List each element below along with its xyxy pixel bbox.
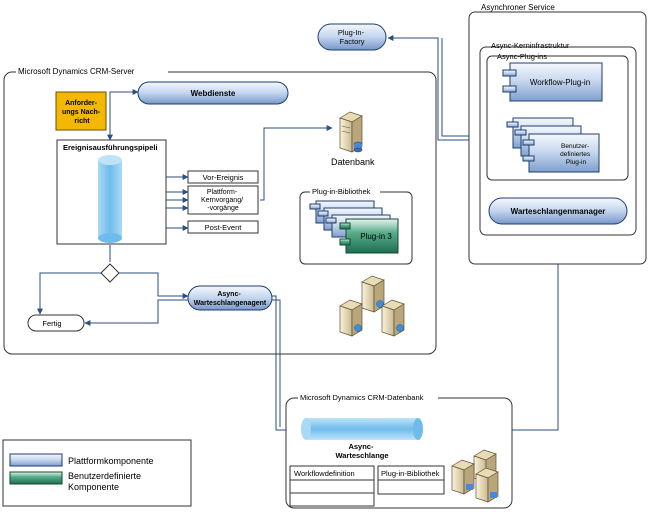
server-icon (381, 299, 405, 337)
custom-plugin-label: Benutzer- definiertes Plug-in (560, 143, 592, 166)
database-server-cluster (451, 449, 499, 503)
done-label: Fertig (42, 319, 61, 328)
async-queue-cylinder (301, 418, 423, 440)
workflow-plugin-label: Workflow-Plug-in (530, 78, 590, 87)
pre-event-label: Vor-Ereignis (203, 173, 244, 182)
web-services-label: Webdienste (191, 89, 236, 98)
async-service-title: Asynchroner Service (481, 3, 555, 12)
database-server-icon (339, 111, 363, 153)
legend: Plattformkomponente Benutzerdefinierte K… (2, 439, 192, 507)
database-label: Datenbank (331, 157, 375, 167)
workflow-plugin-component: Workflow-Plug-in (502, 62, 603, 102)
async-queue-label: Async- Warteschlange (335, 442, 388, 460)
async-service-group: Asynchroner Service Async-Kerninfrastruk… (468, 3, 647, 265)
workflow-definition-label: Workflowdefinition (294, 469, 355, 478)
web-services-pill: Webdienste (137, 81, 289, 105)
server-cluster-icon (339, 275, 405, 337)
post-event-label: Post-Event (205, 223, 243, 232)
workflow-definition-table: Workflowdefinition (289, 465, 375, 507)
platform-core-label: Plattform- Kernvorgang/ -vorgänge (201, 189, 245, 212)
async-queue-agent-label: Async- Warteschlangenagent (194, 291, 267, 307)
async-queue-agent-pill: Async- Warteschlangenagent (187, 285, 273, 311)
database-icon (475, 467, 499, 503)
request-message-box: Anforder- ungs Nach- richt (55, 91, 107, 131)
async-plugins-title: Async-Plug-ins (497, 52, 547, 61)
custom-plugin-stack: Benutzer- definiertes Plug-in (506, 117, 600, 173)
platform-core-stage: Plattform- Kernvorgang/ -vorgänge (187, 185, 259, 215)
legend-platform-label: Plattformkomponente (68, 456, 154, 466)
queue-manager-label: Warteschlangenmanager (511, 207, 606, 216)
post-event-stage: Post-Event (187, 220, 259, 234)
connector-agent-to-done (84, 299, 188, 326)
crm-server-title: Microsoft Dynamics CRM-Server (18, 67, 135, 76)
plugin-library-title: Plug-in-Bibliothek (312, 187, 371, 196)
server-icon (361, 275, 385, 313)
async-infra-title: Async-Kerninfrastruktur (491, 41, 570, 50)
crm-server-frame (3, 71, 437, 355)
legend-custom-label: Benutzerdefinierte Komponente (68, 471, 144, 492)
plugin-factory-label: Plug-In- Factory (338, 28, 366, 46)
plugin-factory-pill: Plug-In- Factory (317, 23, 387, 51)
plugin-3-label: Plug-in 3 (360, 232, 392, 241)
pre-event-stage: Vor-Ereignis (187, 170, 259, 184)
database-icon (451, 459, 475, 495)
event-pipeline-box: Ereignisausführungspipeli (56, 139, 167, 245)
event-pipeline-title: Ereignisausführungspipeli (63, 143, 158, 152)
legend-custom-swatch (9, 471, 63, 485)
decision-diamond (100, 263, 120, 283)
connector-agent-to-queue-b (272, 299, 281, 427)
plugin-library-table: Plug-in-Bibliothek (377, 465, 445, 495)
connector-decision-to-agent (119, 272, 189, 299)
done-terminator: Fertig (27, 314, 85, 332)
legend-platform-swatch (9, 453, 63, 467)
crm-database-group: Microsoft Dynamics CRM-Datenbank Async- … (285, 392, 513, 509)
crm-database-title: Microsoft Dynamics CRM-Datenbank (300, 393, 424, 402)
queue-manager-pill: Warteschlangenmanager (488, 197, 628, 225)
connector-decision-to-done (37, 272, 101, 315)
connector-core-to-database (260, 125, 333, 201)
plugin-library-box: Plug-in-Bibliothek Plug-in 3 (299, 187, 413, 265)
connector-request-to-webservices (109, 89, 139, 130)
server-icon (339, 299, 363, 337)
request-message-label: Anforder- ungs Nach- richt (62, 100, 102, 125)
crm-server-group: Microsoft Dynamics CRM-Server Anforder- … (3, 66, 437, 355)
plugin-library-table-label: Plug-in-Bibliothek (381, 469, 440, 478)
pipeline-cylinder (98, 160, 122, 238)
